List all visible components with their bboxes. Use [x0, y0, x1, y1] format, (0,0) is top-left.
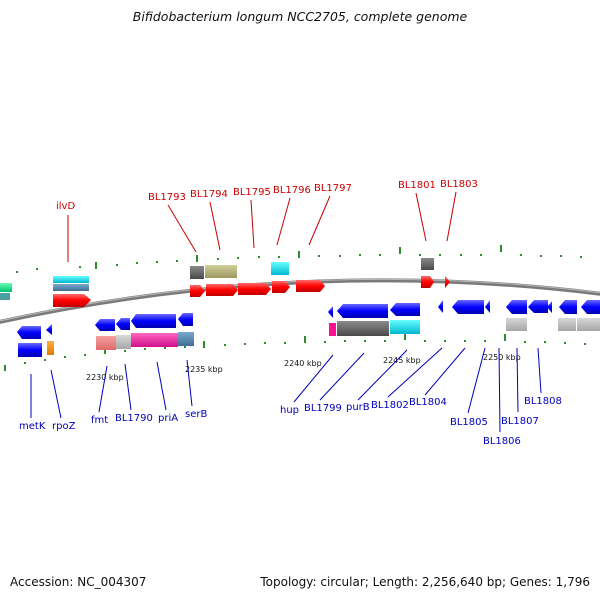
gene-block[interactable] [390, 320, 420, 334]
gene-label-BL1790[interactable]: BL1790 [115, 413, 153, 424]
gene-block[interactable] [506, 318, 527, 331]
reverse-strand [17, 300, 600, 357]
gene-BL1803[interactable] [445, 276, 450, 288]
gene-label-priA[interactable]: priA [158, 413, 178, 424]
gene-label-BL1808[interactable]: BL1808 [524, 396, 562, 407]
gene-BL1804[interactable] [438, 300, 443, 313]
gene-block[interactable] [205, 265, 237, 278]
reverse-labels: metK rpoZ fmt BL1790 priA serB hup BL179… [19, 396, 562, 447]
reverse-leader-lines [30, 347, 542, 433]
gene-block[interactable] [190, 266, 204, 279]
gene-BL1805[interactable] [452, 300, 484, 314]
gene-label-BL1796[interactable]: BL1796 [273, 185, 311, 196]
gene-block[interactable] [577, 318, 600, 331]
gene-serB[interactable] [178, 313, 193, 326]
scale-label: 2235 kbp [185, 365, 223, 374]
gene-block[interactable] [329, 323, 336, 336]
gene-metK[interactable] [17, 326, 41, 339]
gene-BL1793[interactable] [190, 285, 205, 297]
gene-BL1801[interactable] [421, 276, 434, 288]
gene-block[interactable] [581, 300, 600, 314]
scale-label: 2240 kbp [284, 359, 322, 368]
gene-rpoZ[interactable] [47, 341, 54, 355]
gene-label-BL1793[interactable]: BL1793 [148, 192, 186, 203]
gene-BL1795[interactable] [238, 283, 271, 295]
gene-BL1796[interactable] [272, 281, 290, 293]
gene-label-BL1795[interactable]: BL1795 [233, 187, 271, 198]
forward-leader-lines [67, 191, 457, 262]
gene-BL1802[interactable] [390, 303, 420, 316]
gene-label-metK[interactable]: metK [19, 421, 46, 432]
gene-label-BL1804[interactable]: BL1804 [409, 397, 447, 408]
gene-label-BL1802[interactable]: BL1802 [371, 400, 409, 411]
gene-label-hup[interactable]: hup [280, 405, 299, 416]
gene-label-BL1801[interactable]: BL1801 [398, 180, 436, 191]
gene-block[interactable] [559, 300, 577, 314]
genome-title: Bifidobacterium longum NCC2705, complete… [132, 9, 468, 24]
gene-BL1794[interactable] [206, 284, 238, 296]
gene-label-BL1806[interactable]: BL1806 [483, 436, 521, 447]
gene-BL1806[interactable] [485, 300, 490, 313]
gene-block[interactable] [53, 276, 89, 283]
gene-BL1808[interactable] [528, 300, 548, 313]
scale-label: 2250 kbp [483, 353, 521, 362]
gene-block[interactable] [116, 335, 131, 349]
gene-block[interactable] [0, 293, 10, 300]
gene-block[interactable] [18, 343, 42, 357]
gene-block[interactable] [178, 332, 194, 346]
forward-strand [0, 258, 450, 307]
gene-BL1797[interactable] [296, 280, 325, 292]
gene-label-BL1794[interactable]: BL1794 [190, 189, 228, 200]
gene-label-BL1805[interactable]: BL1805 [450, 417, 488, 428]
gene-BL1790[interactable] [116, 318, 130, 330]
gene-label-rpoZ[interactable]: rpoZ [52, 421, 76, 432]
gene-label-serB[interactable]: serB [185, 409, 207, 420]
gene-BL1807[interactable] [506, 300, 527, 314]
topology-label: Topology: circular; Length: 2,256,640 bp… [260, 575, 590, 589]
gene-label-BL1799[interactable]: BL1799 [304, 403, 342, 414]
gene-label-ilvD[interactable]: ilvD [56, 201, 75, 212]
gene-block[interactable] [547, 301, 552, 313]
gene-label-BL1803[interactable]: BL1803 [440, 179, 478, 190]
outer-tick-row [16, 245, 582, 273]
inner-tick-row [4, 333, 586, 371]
gene-block[interactable] [558, 318, 576, 331]
gene-fmt[interactable] [95, 319, 115, 331]
gene-block[interactable] [53, 284, 89, 291]
gene-label-purB[interactable]: purB [346, 402, 370, 413]
gene-block[interactable] [46, 324, 52, 335]
gene-label-BL1797[interactable]: BL1797 [314, 183, 352, 194]
gene-priA[interactable] [131, 314, 176, 328]
forward-labels: ilvD BL1793 BL1794 BL1795 BL1796 BL1797 … [56, 179, 478, 212]
gene-ilvD[interactable] [53, 294, 91, 307]
gene-block[interactable] [421, 258, 434, 270]
gene-BL1799[interactable] [337, 304, 388, 318]
gene-block[interactable] [271, 262, 289, 275]
gene-purB[interactable] [337, 321, 389, 336]
scale-label: 2245 kbp [383, 356, 421, 365]
gene-block[interactable] [96, 336, 116, 350]
gene-label-fmt[interactable]: fmt [91, 415, 108, 426]
gene-hup[interactable] [328, 306, 333, 318]
gene-block[interactable] [0, 283, 12, 292]
gene-label-BL1807[interactable]: BL1807 [501, 416, 539, 427]
gene-block[interactable] [131, 333, 178, 347]
accession-label: Accession: NC_004307 [10, 575, 147, 589]
